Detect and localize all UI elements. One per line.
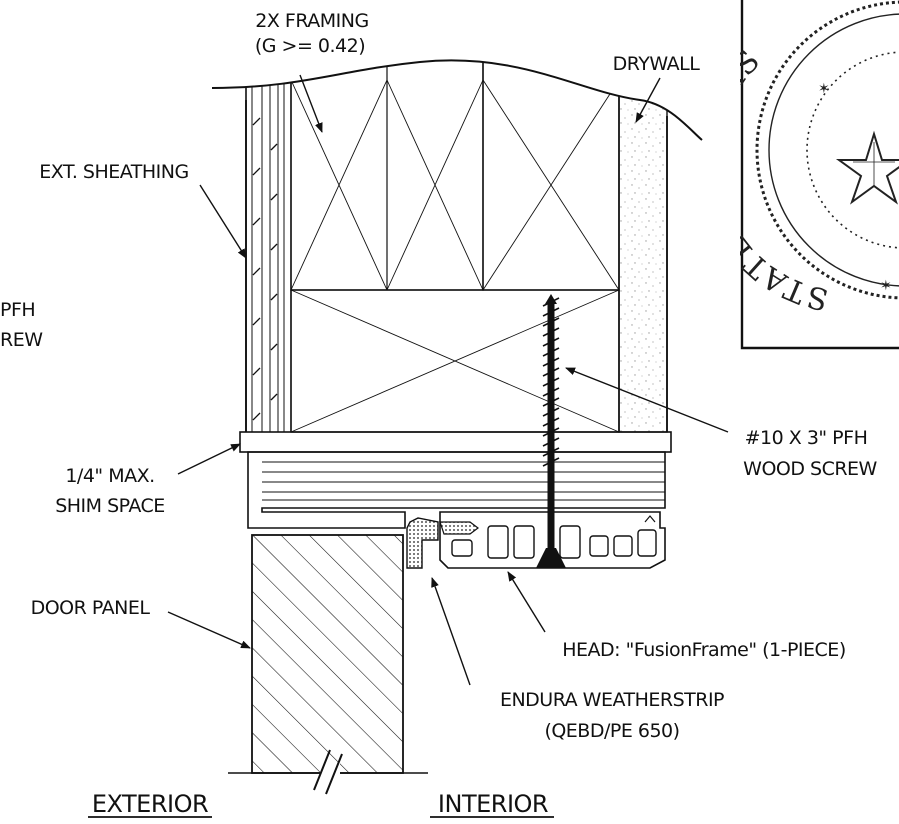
svg-text:✶: ✶: [818, 81, 830, 97]
label-screw-line1: #10 X 3" PFH: [745, 427, 868, 449]
stud-framing: [290, 60, 620, 432]
labels: 2X FRAMING (G >= 0.42) DRYWALL EXT. SHEA…: [0, 10, 878, 818]
label-interior: INTERIOR: [438, 790, 548, 818]
label-screw-partial: REW: [0, 329, 43, 351]
shim-space: [239, 431, 672, 453]
frame-head: [247, 451, 666, 569]
label-framing-grade: (G >= 0.42): [255, 35, 365, 57]
exterior-sheathing: [245, 60, 292, 432]
weatherstrip: [406, 517, 479, 569]
label-framing: 2X FRAMING: [255, 10, 368, 32]
label-shim-line2: SHIM SPACE: [55, 495, 165, 517]
break-mark: [313, 749, 343, 795]
wood-screw: [536, 294, 566, 568]
label-head: HEAD: "FusionFrame" (1-PIECE): [562, 639, 845, 661]
engineer-seal: STATE OF TEXAS ✶ ✶: [740, 0, 899, 350]
svg-text:✶: ✶: [880, 278, 892, 294]
door-panel: [228, 534, 428, 795]
label-drywall: DRYWALL: [613, 53, 701, 75]
label-weatherstrip-line1: ENDURA WEATHERSTRIP: [500, 689, 724, 711]
leader-lines: [167, 74, 729, 686]
label-screw-line2: WOOD SCREW: [743, 458, 877, 480]
star-icon: [835, 130, 899, 205]
label-ext-sheathing: EXT. SHEATHING: [39, 161, 188, 183]
wood-header: [290, 289, 620, 433]
label-pfh-partial: PFH: [0, 299, 35, 321]
label-door-panel: DOOR PANEL: [31, 597, 151, 619]
drywall-layer: [618, 60, 668, 433]
label-shim-line1: 1/4" MAX.: [65, 465, 154, 487]
label-weatherstrip-line2: (QEBD/PE 650): [544, 720, 679, 742]
label-exterior: EXTERIOR: [92, 790, 208, 818]
break-line: [211, 59, 703, 141]
